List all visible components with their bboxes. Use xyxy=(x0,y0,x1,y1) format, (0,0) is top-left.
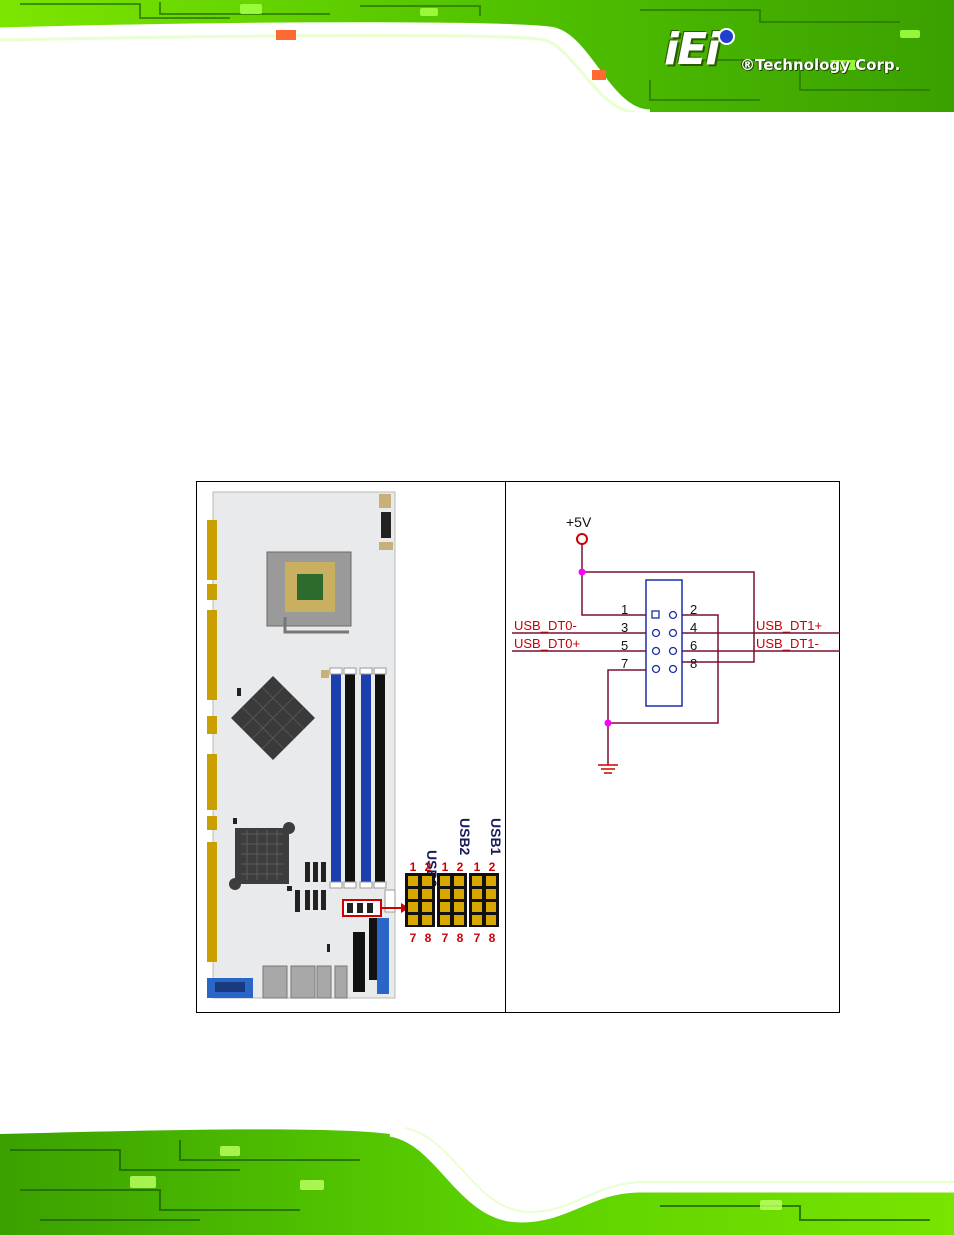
pin-number-3: 3 xyxy=(621,620,628,635)
power-net xyxy=(581,571,755,663)
signal-usb-dt1-plus: USB_DT1+ xyxy=(756,618,822,633)
signal-usb-dt0-minus: USB_DT0- xyxy=(514,618,577,633)
footer-circuit-banner xyxy=(0,1127,954,1235)
usb3-pin-7: 7 xyxy=(410,931,417,945)
usb3-header: USB3 1 2 7 8 xyxy=(405,850,440,945)
pin-number-8: 8 xyxy=(690,656,697,671)
usb2-pin-2: 2 xyxy=(457,860,464,874)
pin-number-2: 2 xyxy=(690,602,697,617)
usb2-header: USB2 1 2 7 8 xyxy=(437,818,473,945)
company-name: ®Technology Corp. xyxy=(740,56,901,74)
power-node xyxy=(578,568,586,576)
pin-header-top xyxy=(381,512,391,538)
figure-divider xyxy=(505,482,506,1012)
usb2-pin-7: 7 xyxy=(442,931,449,945)
small-chips xyxy=(287,862,330,952)
header-circuit-banner xyxy=(0,0,954,112)
usb1-pin-1: 1 xyxy=(474,860,481,874)
northbridge-heatsink xyxy=(231,676,315,760)
edge-fingers xyxy=(207,520,217,962)
usb-connector-figure: USB3 1 2 7 8 USB2 1 2 7 xyxy=(196,481,840,1013)
usb1-header: USB1 1 2 7 8 xyxy=(469,818,504,945)
small-connector xyxy=(384,889,396,913)
pin-number-6: 6 xyxy=(690,638,697,653)
usb-header-zoom: USB3 1 2 7 8 USB2 1 2 7 xyxy=(405,818,504,945)
cpu-socket xyxy=(266,551,352,634)
dimm-slots xyxy=(321,667,387,889)
usb3-pin-2: 2 xyxy=(425,860,432,874)
signal-usb-dt1-minus: USB_DT1- xyxy=(756,636,819,651)
company-logo: iEi ®Technology Corp. xyxy=(664,26,934,84)
power-label: +5V xyxy=(566,514,592,530)
schematic-panel: +5V xyxy=(512,514,840,774)
fan-connector xyxy=(379,542,393,550)
usb1-pin-8: 8 xyxy=(489,931,496,945)
usb2-pin-8: 8 xyxy=(457,931,464,945)
usb-connector-body xyxy=(645,579,683,707)
data-lines xyxy=(512,632,840,652)
connector-pins xyxy=(651,610,678,674)
power-connector xyxy=(379,494,391,508)
ground-symbol xyxy=(598,764,618,774)
rear-io xyxy=(207,965,348,999)
pin-number-7: 7 xyxy=(621,656,628,671)
usb3-pin-8: 8 xyxy=(425,931,432,945)
usb1-pin-2: 2 xyxy=(489,860,496,874)
iei-logo-mark: iEi xyxy=(664,24,720,75)
usb1-label: USB1 xyxy=(488,818,504,856)
usb1-pin-7: 7 xyxy=(474,931,481,945)
ground-net xyxy=(607,614,719,765)
ide-connectors xyxy=(353,918,389,994)
board-layout-panel: USB3 1 2 7 8 USB2 1 2 7 xyxy=(207,491,504,999)
usb2-label: USB2 xyxy=(457,818,473,856)
pin-number-4: 4 xyxy=(690,620,697,635)
usb2-pin-1: 1 xyxy=(442,860,449,874)
ground-node xyxy=(604,719,612,727)
logo-blue-dot xyxy=(718,28,735,45)
southbridge-heatsink xyxy=(229,822,295,890)
usb3-pin-1: 1 xyxy=(410,860,417,874)
pin-number-5: 5 xyxy=(621,638,628,653)
pin-number-1: 1 xyxy=(621,602,628,617)
power-terminal xyxy=(576,533,588,545)
signal-usb-dt0-plus: USB_DT0+ xyxy=(514,636,580,651)
